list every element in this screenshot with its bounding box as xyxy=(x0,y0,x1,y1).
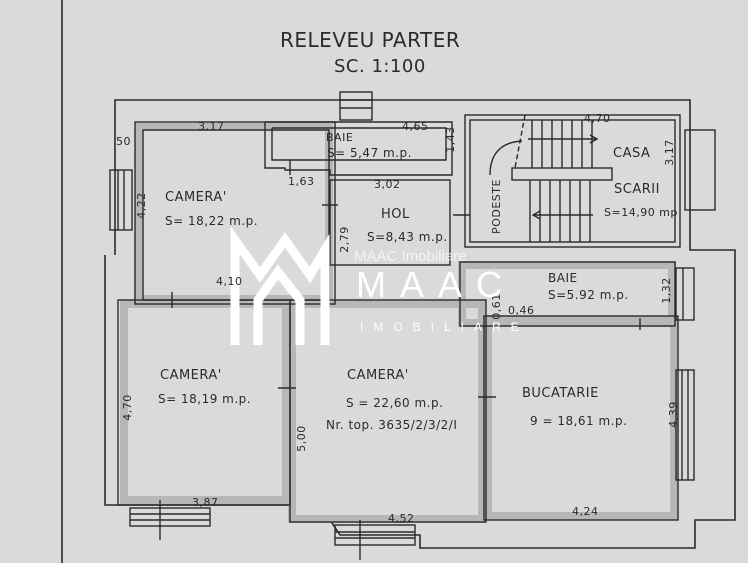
room-label: BUCATARIE xyxy=(522,386,599,401)
staircase xyxy=(489,114,613,242)
dimension: 2,79 xyxy=(337,226,351,253)
room-baie-right xyxy=(459,261,676,327)
room-label: HOL xyxy=(381,207,410,222)
wall-band-camera-mid xyxy=(288,300,486,523)
maac-logo-icon xyxy=(230,225,330,345)
dimension: 4,24 xyxy=(572,505,599,518)
dimension: 4,65 xyxy=(402,120,429,133)
dimension: 4,70 xyxy=(120,394,134,421)
room-area: S=14,90 mp xyxy=(604,206,678,219)
room-area: S= 18,19 m.p. xyxy=(158,392,252,406)
room-camera-middle xyxy=(289,299,487,523)
door-marks xyxy=(159,160,641,560)
dimension: 1,63 xyxy=(288,175,315,188)
windows xyxy=(109,91,716,546)
landing-label: PODESTE xyxy=(489,179,503,234)
room-label: CAMERA' xyxy=(160,368,222,383)
room-area: 9 = 18,61 m.p. xyxy=(530,414,628,428)
watermark-small-text: MAAC Imobiliare xyxy=(354,248,467,265)
room-label: SCARII xyxy=(614,182,660,197)
dimension: 50 xyxy=(116,135,131,148)
dimension: 1,32 xyxy=(659,277,673,304)
plan-title: RELEVEU PARTER xyxy=(280,28,461,52)
cadastral-number: Nr. top. 3635/2/3/2/I xyxy=(326,418,458,432)
wall-band-baie-right xyxy=(458,261,676,327)
room-bucatarie xyxy=(483,315,679,521)
room-casa-scarii xyxy=(464,114,681,248)
room-label: CAMERA' xyxy=(165,190,227,205)
room-area: S = 22,60 m.p. xyxy=(346,396,444,410)
dimension: 4,39 xyxy=(666,401,680,428)
room-label: CAMERA' xyxy=(347,368,409,383)
room-area: S= 5,47 m.p. xyxy=(327,146,412,160)
dimension: 3,17 xyxy=(662,139,676,166)
dimension: 3,87 xyxy=(192,496,219,509)
dimension: 4,70 xyxy=(584,112,611,125)
dimension: 3,17 xyxy=(198,120,225,133)
room-area: S=8,43 m.p. xyxy=(367,230,448,244)
dimension: 4,10 xyxy=(216,275,243,288)
dimension: 4,52 xyxy=(388,512,415,525)
watermark-tagline: IMOBILIARE xyxy=(360,320,529,334)
room-label: BAIE xyxy=(326,131,354,144)
room-area: S= 18,22 m.p. xyxy=(165,214,259,228)
room-label: BAIE xyxy=(548,271,578,285)
room-baie-top-inner xyxy=(271,127,447,161)
dimension: 4,22 xyxy=(134,192,148,219)
room-area: S=5.92 m.p. xyxy=(548,288,629,302)
dimension: 0,46 xyxy=(508,304,535,317)
watermark-brand: MAAC xyxy=(356,264,517,305)
room-hol xyxy=(329,179,451,266)
dimension: 3,02 xyxy=(374,178,401,191)
room-baie-top xyxy=(264,121,453,176)
dimension: 1,43 xyxy=(443,126,457,153)
room-label: CASA xyxy=(613,146,651,161)
dimension: 5,00 xyxy=(294,425,308,452)
plan-scale: SC. 1:100 xyxy=(334,56,426,77)
